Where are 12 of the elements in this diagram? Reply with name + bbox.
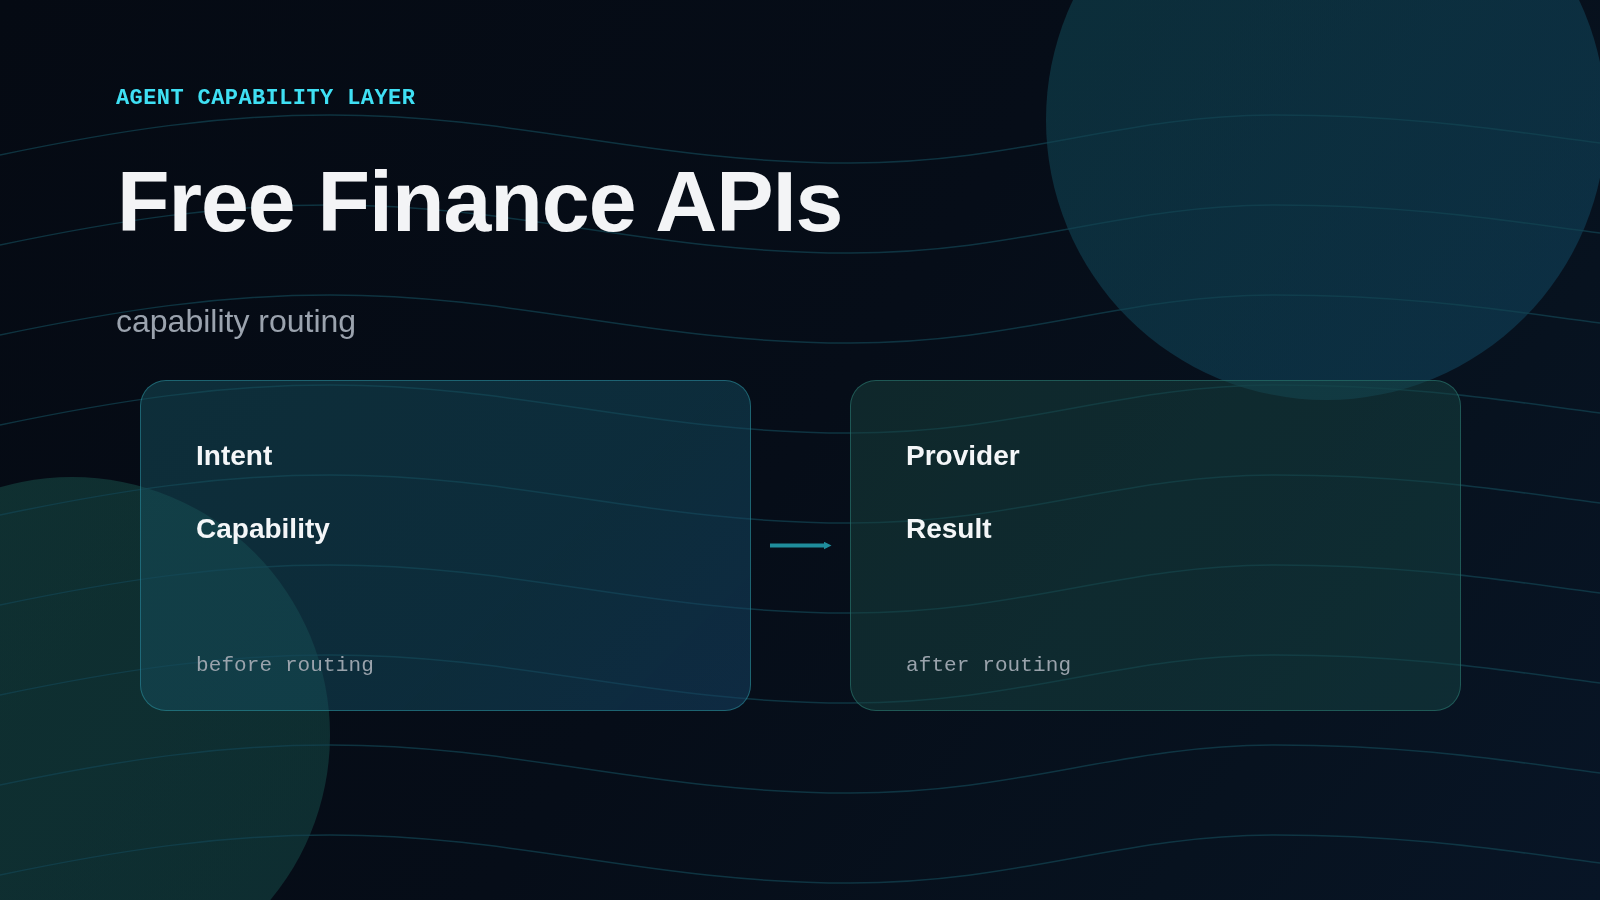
card-heading: Capability xyxy=(196,512,330,546)
section-label: AGENT CAPABILITY LAYER xyxy=(116,86,416,112)
subtitle: capability routing xyxy=(116,302,357,341)
stage-card xyxy=(850,380,1461,711)
card-heading: Provider xyxy=(906,439,1020,473)
stage-card xyxy=(140,380,751,711)
card-heading: Result xyxy=(906,512,992,546)
card-note: after routing xyxy=(906,653,1072,679)
page-title: Free Finance APIs xyxy=(117,158,843,244)
card-note: before routing xyxy=(196,653,374,679)
card-heading: Intent xyxy=(196,439,273,473)
arrow xyxy=(770,541,832,550)
